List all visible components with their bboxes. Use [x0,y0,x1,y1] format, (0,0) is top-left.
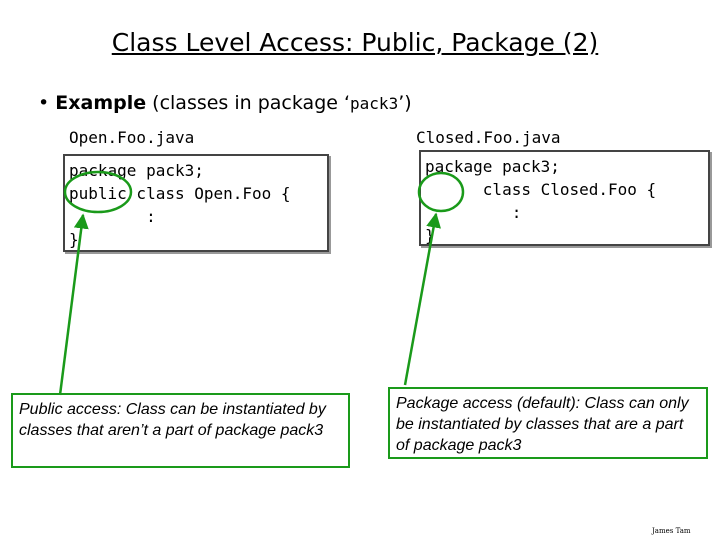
left-arrow [58,213,89,396]
left-filename: Open.Foo.java [69,128,195,147]
bullet-example: • Example (classes in package ‘pack3’) [38,92,412,114]
bullet-text-before: (classes in package ‘ [146,92,351,114]
right-highlight-circle [417,171,465,213]
right-arrow [403,212,441,386]
right-filename: Closed.Foo.java [416,128,561,147]
left-code-box: package pack3; public class Open.Foo { :… [63,154,329,252]
left-highlight-circle [63,170,133,214]
bullet-bold: Example [55,92,147,114]
bullet-marker: • [38,92,50,114]
right-note: Package access (default): Class can only… [388,387,708,459]
footer-author: James Tam [652,527,691,535]
slide-title: Class Level Access: Public, Package (2) [111,28,599,57]
left-note: Public access: Class can be instantiated… [11,393,350,468]
bullet-text-after: ’) [398,92,412,114]
right-code-box: package pack3; class Closed.Foo { : } [419,150,710,246]
bullet-code: pack3 [350,94,399,113]
